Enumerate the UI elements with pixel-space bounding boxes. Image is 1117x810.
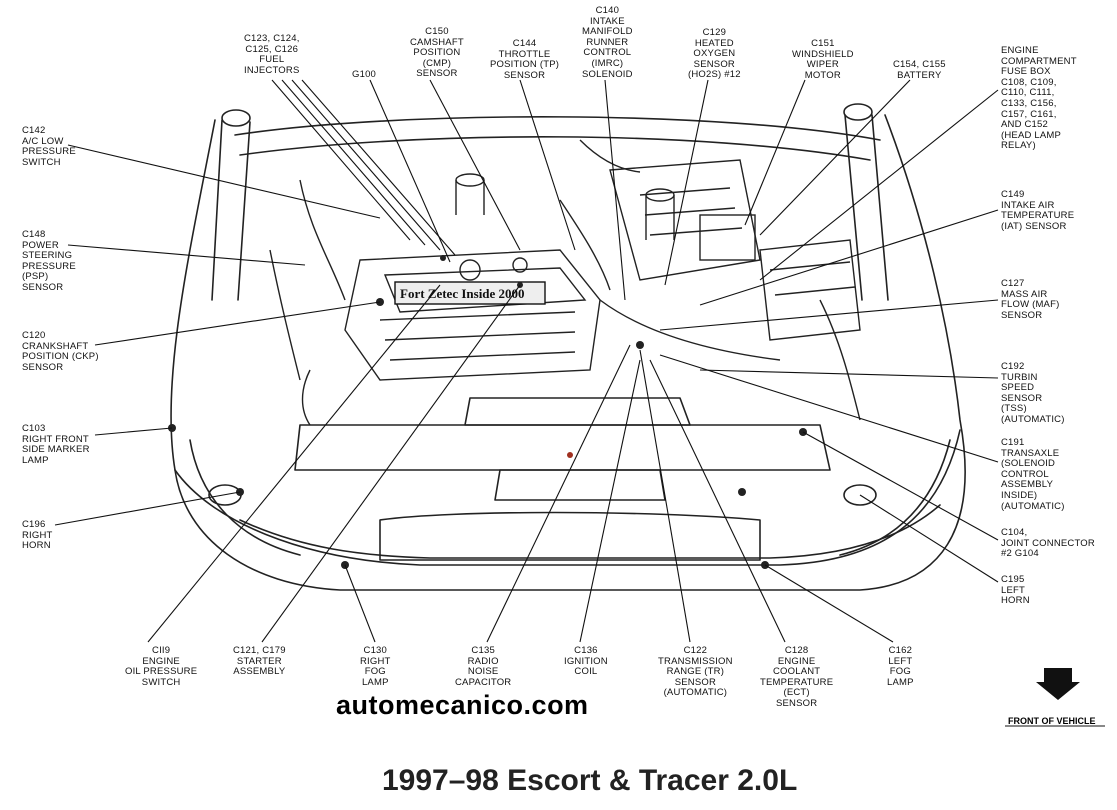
label-c144: C144 THROTTLE POSITION (TP) SENSOR bbox=[490, 38, 560, 81]
label-c135: C135 RADIO NOISE CAPACITOR bbox=[455, 645, 512, 688]
label-c130: C130 RIGHT FOG LAMP bbox=[360, 645, 391, 688]
label-c121: C121, C179 STARTER ASSEMBLY bbox=[233, 645, 286, 678]
label-c104: C104, JOINT CONNECTOR #2 G104 bbox=[1001, 527, 1095, 560]
label-c123: C123, C124, C125, C126 FUEL INJECTORS bbox=[244, 33, 300, 76]
label-c154: C154, C155 BATTERY bbox=[893, 59, 946, 81]
label-c192: C192 TURBIN SPEED SENSOR (TSS) (AUTOMATI… bbox=[1001, 361, 1065, 425]
front-of-vehicle-label: FRONT OF VEHICLE bbox=[1008, 716, 1096, 726]
label-g100: G100 bbox=[352, 69, 377, 80]
label-c149: C149 INTAKE AIR TEMPERATURE (IAT) SENSOR bbox=[1001, 189, 1075, 232]
label-c129: C129 HEATED OXYGEN SENSOR (HO2S) #12 bbox=[688, 27, 741, 81]
label-c122: C122 TRANSMISSION RANGE (TR) SENSOR (AUT… bbox=[658, 645, 733, 699]
label-c148: C148 POWER STEERING PRESSURE (PSP) SENSO… bbox=[22, 229, 76, 293]
label-c191: C191 TRANSAXLE (SOLENOID CONTROL ASSEMBL… bbox=[1001, 437, 1065, 512]
label-c195: C195 LEFT HORN bbox=[1001, 574, 1030, 607]
engine-plate-text: Fort Zetec Inside 2000 bbox=[400, 286, 525, 301]
watermark-text: automecanico.com bbox=[336, 690, 589, 720]
label-c127: C127 MASS AIR FLOW (MAF) SENSOR bbox=[1001, 278, 1060, 321]
label-c136: C136 IGNITION COIL bbox=[564, 645, 608, 678]
label-c140: C140 INTAKE MANIFOLD RUNNER CONTROL (IMR… bbox=[582, 5, 633, 80]
label-c196: C196 RIGHT HORN bbox=[22, 519, 53, 552]
diagram-title: 1997–98 Escort & Tracer 2.0L bbox=[382, 764, 798, 797]
label-c142: C142 A/C LOW PRESSURE SWITCH bbox=[22, 125, 76, 168]
front-arrow-icon bbox=[1005, 668, 1105, 727]
label-c103: C103 RIGHT FRONT SIDE MARKER LAMP bbox=[22, 423, 90, 466]
label-c128: C128 ENGINE COOLANT TEMPERATURE (ECT) SE… bbox=[760, 645, 834, 709]
label-fusebox: ENGINE COMPARTMENT FUSE BOX C108, C109, … bbox=[1001, 45, 1077, 152]
label-c120: C120 CRANKSHAFT POSITION (CKP) SENSOR bbox=[22, 330, 99, 373]
label-c119: CII9 ENGINE OIL PRESSURE SWITCH bbox=[125, 645, 198, 688]
label-c150: C150 CAMSHAFT POSITION (CMP) SENSOR bbox=[410, 26, 464, 80]
label-c151: C151 WINDSHIELD WIPER MOTOR bbox=[792, 38, 854, 81]
label-c162: C162 LEFT FOG LAMP bbox=[887, 645, 914, 688]
